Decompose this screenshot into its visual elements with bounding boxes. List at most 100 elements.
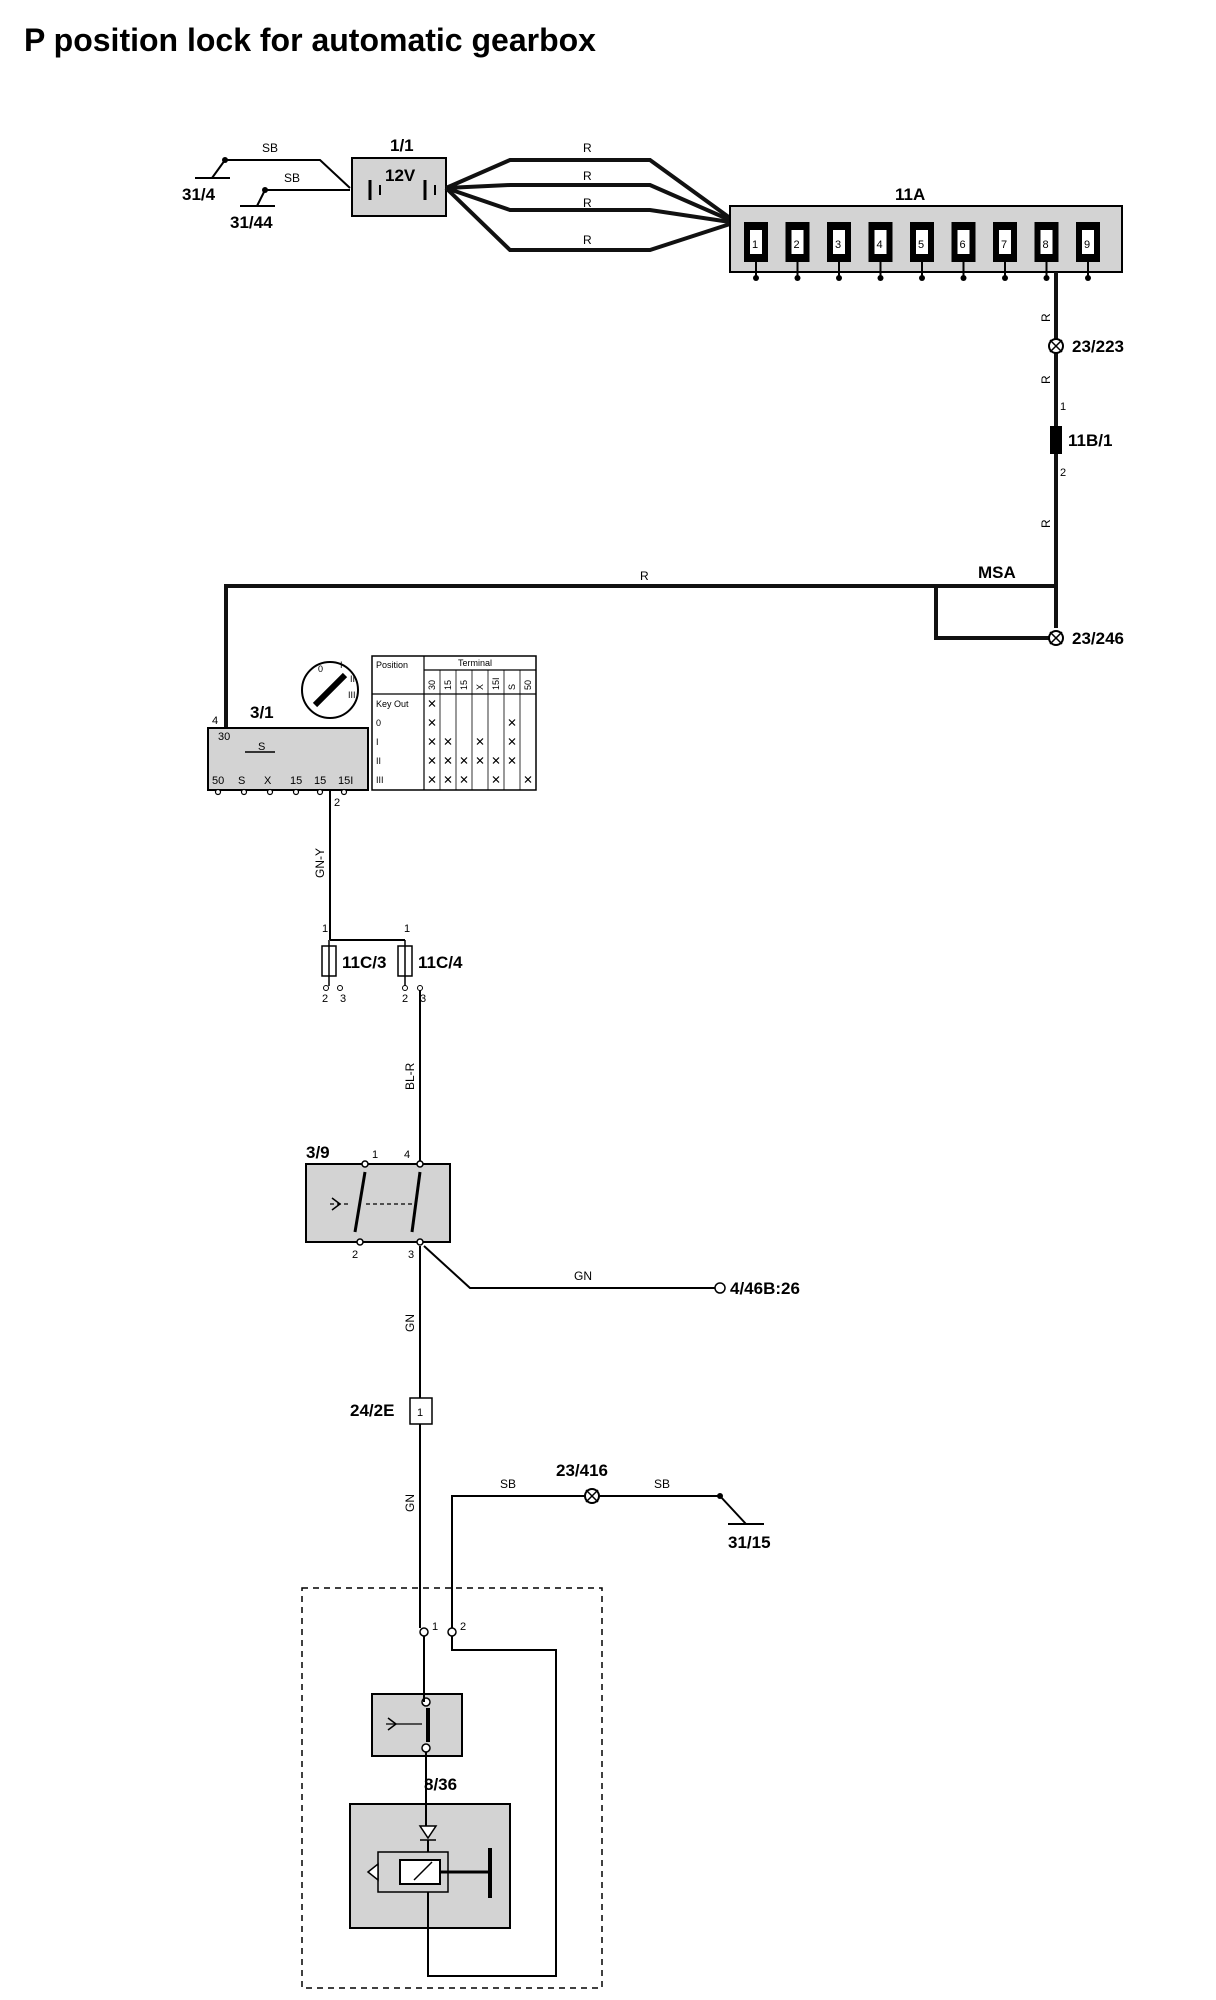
fuse-number: 8: [1043, 239, 1049, 251]
table-mark: [508, 757, 516, 764]
table-mark: [444, 776, 452, 783]
table-mark: [508, 719, 516, 726]
table-mark: [524, 776, 532, 783]
fuse-number: 9: [1084, 239, 1090, 251]
terminal-label: 30: [218, 731, 230, 743]
table-mark: [508, 738, 516, 745]
fuse-slot: 9: [1076, 222, 1100, 281]
terminal-column-label: 15I: [491, 677, 501, 690]
key-position-label: III: [376, 775, 384, 785]
wire-label: R: [640, 569, 649, 583]
switch-id: 3/1: [250, 703, 274, 722]
table-mark: [476, 757, 484, 764]
pin-label: 1: [432, 1621, 438, 1633]
table-mark: [460, 776, 468, 783]
svg-text:III: III: [348, 690, 356, 700]
battery-voltage: 12V: [385, 166, 416, 185]
wire-label: SB: [262, 141, 278, 155]
wire-label: GN: [403, 1494, 417, 1512]
terminal-pin: [292, 788, 300, 796]
splice-23-416: 23/416: [556, 1461, 608, 1504]
wire-label: R: [583, 169, 592, 183]
terminal-pin: [214, 788, 222, 796]
msa-label: MSA: [978, 563, 1016, 582]
connector-24-2e: 24/2E 1: [350, 1397, 433, 1425]
wire-label: SB: [654, 1477, 670, 1491]
wire-label: R: [1039, 375, 1053, 384]
fuse-number: 1: [752, 239, 758, 251]
wire-msa-loop: [934, 586, 1056, 640]
ignition-terminal-label: X: [264, 775, 272, 787]
fuse-slot: 1: [744, 222, 768, 281]
key-position-label: Key Out: [376, 699, 409, 709]
key-dial: 0 I II III: [301, 660, 359, 719]
ignition-terminal-label: 15: [314, 775, 326, 787]
ground-31-4: 31/4: [182, 157, 230, 204]
pin-label: 3: [340, 993, 346, 1005]
fuse-id: 11B/1: [1068, 431, 1112, 450]
fuse-slot: 2: [785, 222, 810, 281]
fuse-slot: 7: [993, 222, 1017, 281]
splice-label: 23/416: [556, 1461, 608, 1480]
fuse-11c-4: 1 11C/4 2 3: [397, 923, 463, 1005]
pin-label: 1: [372, 1149, 378, 1161]
pin-label: 1: [1060, 401, 1066, 413]
terminal-column-label: 30: [427, 680, 437, 690]
diagram-title: P position lock for automatic gearbox: [24, 22, 596, 58]
wire-label: R: [583, 196, 592, 210]
pin-label: 1: [404, 923, 410, 935]
fuse-number: 7: [1001, 239, 1007, 251]
table-mark: [492, 776, 500, 783]
fuse-id: 11C/3: [342, 953, 386, 972]
wire-sb-1: [225, 159, 351, 189]
wire-sb-3: [451, 1495, 586, 1628]
pin-label: 2: [1060, 467, 1066, 479]
ignition-terminal-label: 50: [212, 775, 224, 787]
splice-label: 23/246: [1072, 629, 1124, 648]
pin-label: 2: [352, 1249, 358, 1261]
battery-id: 1/1: [390, 136, 414, 155]
fuse-slot: 6: [951, 222, 976, 281]
svg-text:II: II: [350, 674, 355, 684]
splice-23-223: 23/223: [1048, 337, 1124, 356]
terminal-column-label: 50: [523, 680, 533, 690]
pin-label: 1: [322, 923, 328, 935]
terminal-pin: [316, 788, 324, 796]
splice-23-246: 23/246: [1048, 629, 1124, 648]
battery-feed-wires: R R R R: [444, 141, 732, 252]
fuse-number: 4: [877, 239, 883, 251]
table-mark: [476, 738, 484, 745]
selector-lever-enclosure: 1 2 8/36: [301, 1587, 603, 1989]
pin-label: 2: [334, 797, 340, 809]
switch-inner-label: S: [258, 741, 265, 753]
pin-label: 4: [404, 1149, 410, 1161]
table-mark: [428, 700, 436, 707]
ground-label: 31/15: [728, 1533, 771, 1552]
pin-label: 3: [408, 1249, 414, 1261]
terminal-pin: [340, 788, 348, 796]
fuse-11c-3: 1 11C/3 2 3: [321, 923, 386, 1005]
key-position-label: 0: [376, 718, 381, 728]
fuse-slot: 3: [827, 222, 851, 281]
splice-label: 23/223: [1072, 337, 1124, 356]
pin-label: 2: [460, 1621, 466, 1633]
fuse-slot: 5: [910, 222, 934, 281]
svg-text:0: 0: [318, 664, 323, 674]
key-position-label: II: [376, 756, 381, 766]
switch-id: 3/9: [306, 1143, 330, 1162]
terminal-pin: [266, 788, 274, 796]
wire-label: GN-Y: [313, 848, 327, 878]
table-mark: [444, 757, 452, 764]
table-mark: [428, 738, 436, 745]
pin-label: 1: [417, 1407, 423, 1419]
ground-31-44: 31/44: [230, 187, 275, 232]
fuse-number: 5: [918, 239, 924, 251]
table-mark: [428, 719, 436, 726]
battery-1-1: 1/1 12V: [351, 136, 447, 217]
